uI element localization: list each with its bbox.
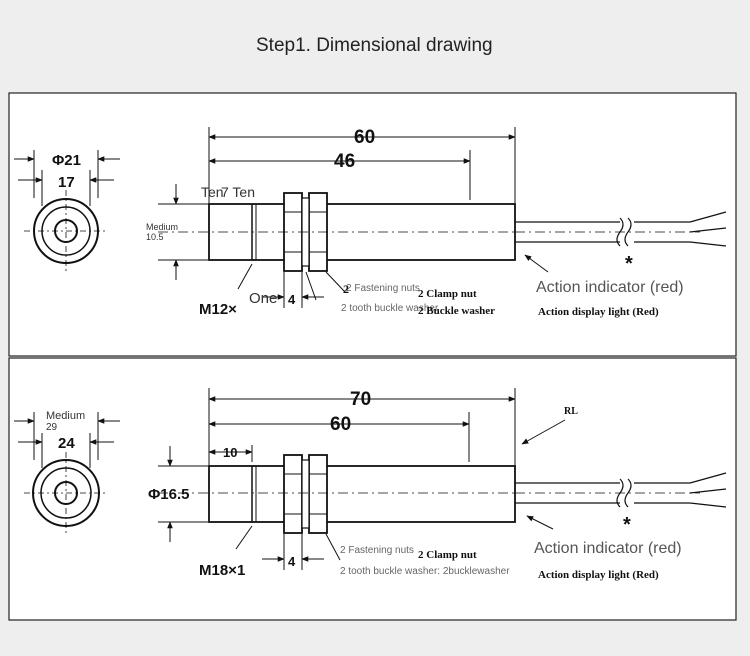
top-dia-label-b: 7 Ten: [221, 184, 255, 200]
bottom-star: *: [623, 514, 631, 536]
bottom-end-view: [14, 412, 120, 534]
top-thread-label: M12×: [199, 301, 237, 318]
bottom-dim-total: 70: [350, 389, 371, 410]
top-one-label: One: [249, 290, 277, 307]
bottom-face-dim-inner: 24: [58, 435, 75, 452]
bottom-face-medium: Medium: [46, 410, 85, 422]
top-note-nut-cn: 2: [343, 282, 349, 296]
top-note-washer: 2 tooth buckle washer: [341, 303, 439, 314]
bottom-face-value: 29: [46, 422, 58, 433]
bottom-rl-label: RL: [564, 406, 578, 417]
bottom-dim-body: 60: [330, 414, 351, 435]
top-dia-label-medium: Medium: [146, 222, 178, 232]
bottom-thread-label: M18×1: [199, 562, 245, 579]
top-note-clamp: 2 Clamp nut: [418, 288, 477, 300]
top-star: *: [625, 253, 633, 275]
bottom-indicator-small: Action display light (Red): [538, 569, 659, 581]
top-side-view: [158, 127, 727, 308]
bottom-note-washer: 2 tooth buckle washer: 2bucklewasher: [340, 566, 510, 577]
top-face-dim-inner: 17: [58, 174, 75, 191]
top-dim-body: 46: [334, 151, 355, 172]
bottom-indicator-label: Action indicator (red): [534, 540, 682, 557]
bottom-nut-width: 4: [288, 554, 296, 569]
top-dia-label-a: Ten: [201, 184, 224, 200]
bottom-diameter-label: Φ16.5: [148, 486, 190, 503]
top-indicator-label: Action indicator (red): [536, 279, 684, 296]
diagram-title: Step1. Dimensional drawing: [256, 35, 493, 56]
top-face-dim-outer: Φ21: [52, 152, 81, 169]
top-end-view: [14, 150, 120, 272]
bottom-dim-short: 10: [223, 445, 237, 460]
top-note-buckle: 2 Buckle washer: [418, 305, 495, 317]
bottom-note-fastening: 2 Fastening nuts: [340, 545, 414, 556]
bottom-side-view: [158, 388, 727, 570]
top-dia-label-value: 10.5: [146, 232, 164, 242]
bottom-note-clamp: 2 Clamp nut: [418, 549, 477, 561]
top-indicator-small: Action display light (Red): [538, 306, 659, 318]
top-dim-total: 60: [354, 127, 375, 148]
top-note-fastening: 2 Fastening nuts: [346, 283, 420, 294]
top-nut-width: 4: [288, 292, 296, 307]
